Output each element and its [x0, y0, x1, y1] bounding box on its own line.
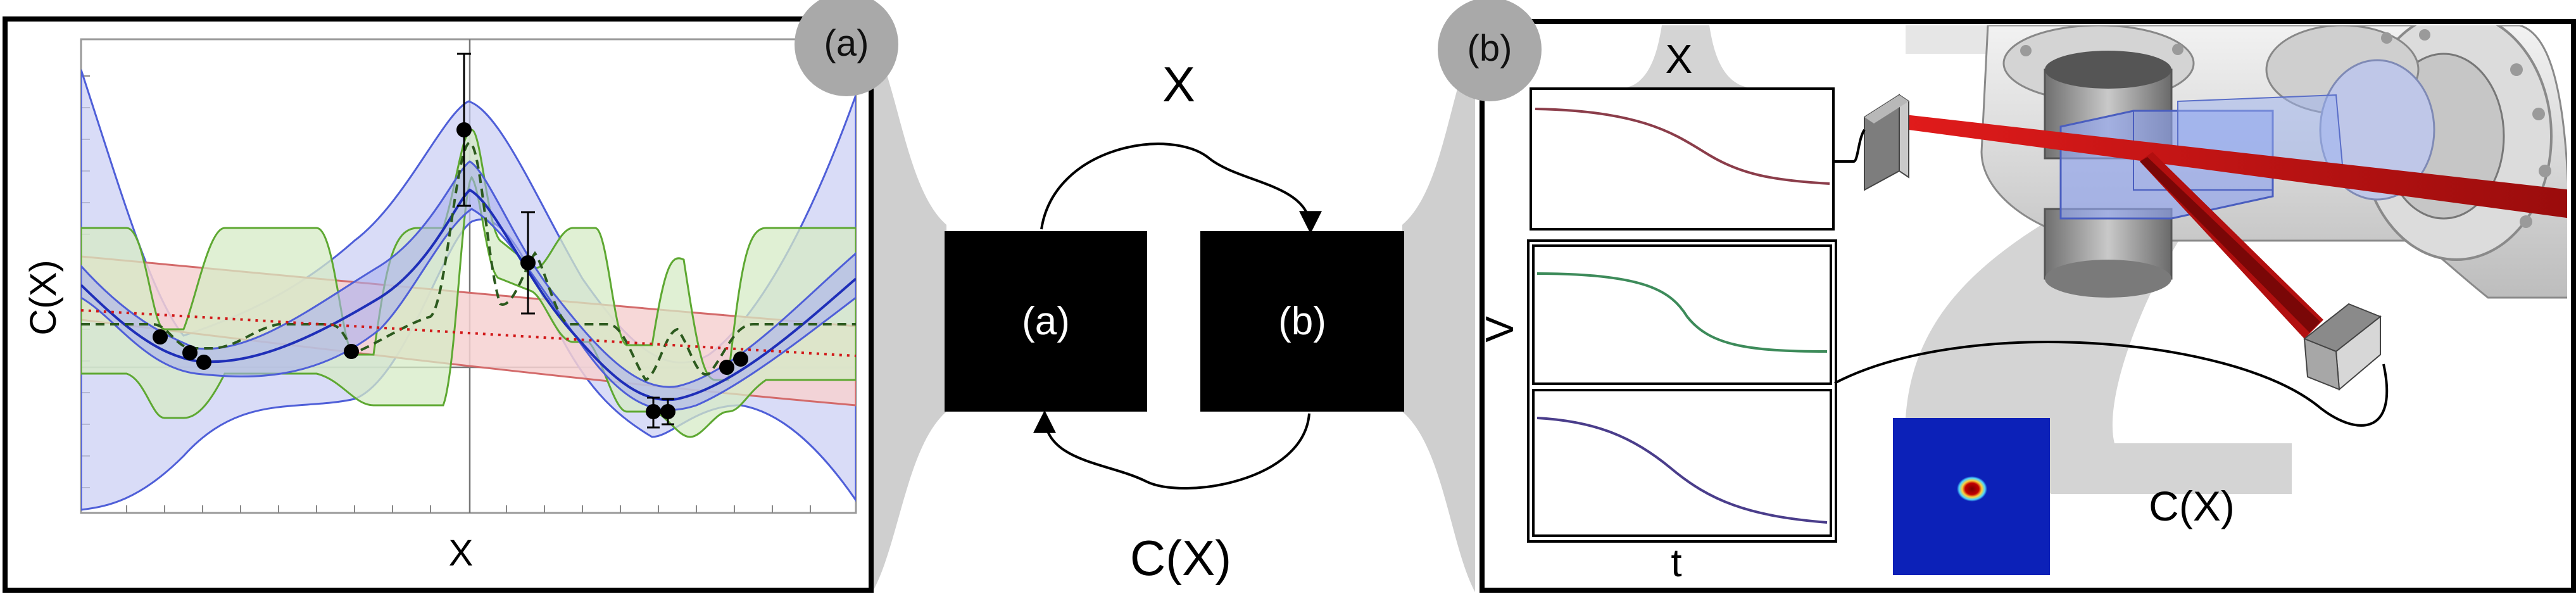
gp-blue-inner-band — [81, 160, 856, 411]
scope-tab — [1627, 25, 1747, 87]
scope-cable-bottom — [1834, 341, 2389, 427]
panel-a: C(X) X (a) — [3, 0, 898, 593]
loop-top-label: X — [1162, 56, 1195, 112]
trace-line-1 — [1535, 108, 1830, 185]
loop-box-b-label: (b) — [1278, 300, 1326, 343]
gp-point — [182, 345, 198, 360]
trace-box-2 — [1527, 239, 1837, 543]
photodiode-icon — [1864, 94, 1909, 191]
loop-box-a — [945, 231, 1147, 412]
loop-bottom-label: C(X) — [1130, 530, 1231, 586]
gp-point — [344, 344, 359, 359]
trace-box-3 — [1532, 389, 1832, 537]
gp-red-mean-dotted — [81, 309, 856, 357]
gp-observation-points — [153, 122, 748, 419]
panel-b: X V t C(X) (b) — [1438, 0, 2576, 593]
gp-point — [660, 404, 675, 419]
gp-point — [646, 404, 661, 419]
gp-point — [520, 255, 536, 270]
loop-box-a-label: (a) — [1022, 300, 1070, 343]
gp-green-mean-dashed — [81, 141, 856, 382]
camera-image-icon — [1893, 418, 2050, 575]
camera-label: C(X) — [2149, 483, 2235, 529]
trace-box-2-inner — [1532, 244, 1832, 385]
gp-point — [719, 360, 734, 375]
panel-b-badge-label: (b) — [1467, 28, 1512, 69]
panel-b-badge — [1438, 0, 1542, 101]
scope-y-label: V — [1478, 316, 1522, 343]
trace-line-3 — [1536, 417, 1828, 524]
oscilloscope — [1527, 87, 1837, 543]
gp-point — [456, 122, 472, 137]
connector-left — [872, 38, 946, 592]
trace-line-2 — [1536, 272, 1828, 353]
panel-a-y-axis-label: C(X) — [23, 260, 64, 335]
gp-point — [196, 355, 211, 370]
scope-x-label: t — [1671, 541, 1681, 585]
laser-beam-icon — [1899, 114, 2567, 339]
photodiode-icon — [2303, 303, 2382, 391]
panel-a-badge — [795, 0, 898, 96]
gp-point — [733, 351, 748, 367]
loop-box-b — [1200, 231, 1404, 412]
right-arrow-icon — [1040, 142, 1322, 234]
panel-a-badge-label: (a) — [824, 23, 869, 64]
left-arrow-icon — [1033, 410, 1310, 490]
scope-cable-top — [1835, 129, 1866, 163]
gp-point — [153, 329, 168, 344]
panel-a-x-axis-label: X — [449, 533, 474, 574]
scope-top-label: X — [1666, 36, 1693, 82]
feedback-loop: (a) (b) X C(X) — [945, 56, 1404, 586]
connector-right — [1402, 38, 1475, 592]
